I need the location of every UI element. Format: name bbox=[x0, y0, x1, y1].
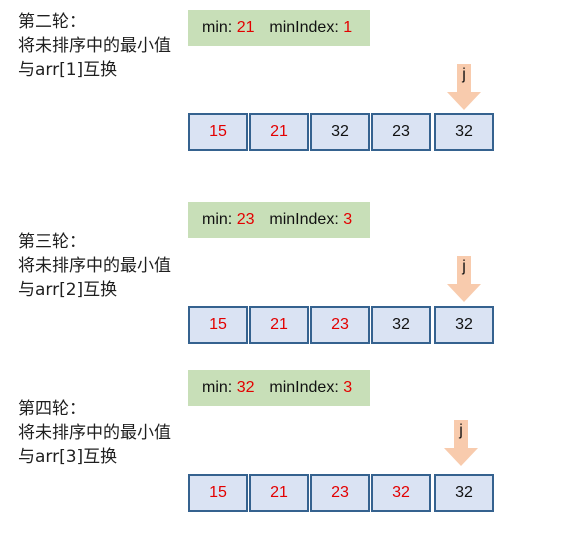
array-cell: 32 bbox=[434, 306, 494, 344]
array-cell: 23 bbox=[371, 113, 431, 151]
pointer-j-label: j bbox=[462, 66, 466, 83]
round-label-line: 第二轮： bbox=[18, 12, 86, 32]
array-cell: 32 bbox=[310, 113, 370, 151]
array-cell: 23 bbox=[310, 474, 370, 512]
min-index-value: 3 bbox=[343, 211, 353, 228]
array-cell: 32 bbox=[434, 113, 494, 151]
down-arrow-icon bbox=[447, 64, 481, 110]
min-value: 32 bbox=[236, 379, 255, 396]
min-label: min: bbox=[202, 19, 233, 36]
round-3-min-info: min: 23 minIndex: 3 bbox=[188, 202, 370, 238]
round-label-line: 将未排序中的最小值 bbox=[18, 256, 171, 276]
min-value: 21 bbox=[236, 19, 255, 36]
min-index-value: 1 bbox=[343, 19, 353, 36]
down-arrow-icon bbox=[444, 420, 478, 466]
round-2-pointer-arrow: j bbox=[447, 64, 481, 110]
pointer-j-label: j bbox=[459, 422, 463, 439]
round-3-pointer-arrow: j bbox=[447, 256, 481, 302]
min-label: min: bbox=[202, 211, 233, 228]
round-3-label: 第三轮： 将未排序中的最小值 与arr[2]互换 bbox=[18, 230, 171, 302]
round-2-label: 第二轮： 将未排序中的最小值 与arr[1]互换 bbox=[18, 10, 171, 82]
array-cell: 21 bbox=[249, 113, 309, 151]
round-label-line: 与arr[2]互换 bbox=[18, 280, 118, 300]
round-label-line: 与arr[3]互换 bbox=[18, 447, 118, 467]
array-cell: 21 bbox=[249, 474, 309, 512]
round-label-line: 第四轮： bbox=[18, 399, 86, 419]
round-4-pointer-arrow: j bbox=[444, 420, 478, 466]
array-cell: 15 bbox=[188, 306, 248, 344]
min-value: 23 bbox=[236, 211, 255, 228]
min-index-label: minIndex: bbox=[269, 379, 339, 396]
min-index-label: minIndex: bbox=[269, 211, 339, 228]
round-label-line: 与arr[1]互换 bbox=[18, 60, 118, 80]
round-4-min-info: min: 32 minIndex: 3 bbox=[188, 370, 370, 406]
min-index-label: minIndex: bbox=[269, 19, 339, 36]
array-cell: 32 bbox=[371, 474, 431, 512]
array-cell: 21 bbox=[249, 306, 309, 344]
array-cell: 15 bbox=[188, 113, 248, 151]
min-index-value: 3 bbox=[343, 379, 353, 396]
array-cell: 32 bbox=[371, 306, 431, 344]
round-label-line: 将未排序中的最小值 bbox=[18, 423, 171, 443]
round-label-line: 第三轮： bbox=[18, 232, 86, 252]
array-cell: 23 bbox=[310, 306, 370, 344]
pointer-j-label: j bbox=[462, 258, 466, 275]
down-arrow-icon bbox=[447, 256, 481, 302]
array-cell: 32 bbox=[434, 474, 494, 512]
round-4-label: 第四轮： 将未排序中的最小值 与arr[3]互换 bbox=[18, 397, 171, 469]
round-2-min-info: min: 21 minIndex: 1 bbox=[188, 10, 370, 46]
array-cell: 15 bbox=[188, 474, 248, 512]
min-label: min: bbox=[202, 379, 233, 396]
round-label-line: 将未排序中的最小值 bbox=[18, 36, 171, 56]
